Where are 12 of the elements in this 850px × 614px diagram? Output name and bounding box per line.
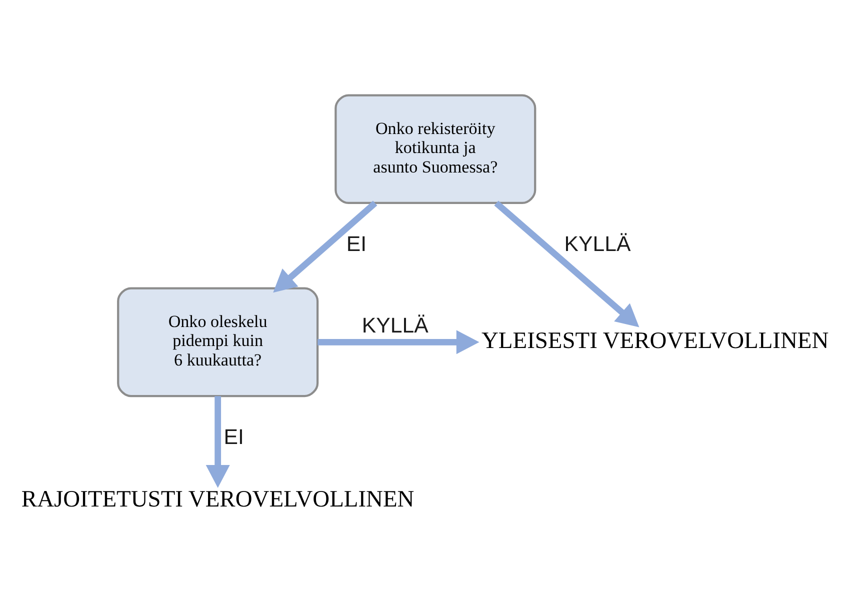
node-box: Onko rekisteröity kotikunta ja asunto Suomessa?	[334, 94, 536, 204]
arrow	[273, 200, 378, 292]
edge-label: EI	[346, 231, 367, 256]
node-text: YLEISESTI VEROVELVOLLINEN	[481, 328, 829, 354]
node-text: RAJOITETUSTI VEROVELVOLLINEN	[21, 486, 414, 512]
edge-label: KYLLÄ	[362, 313, 428, 338]
edge-label: KYLLÄ	[564, 231, 631, 256]
edge-label: EI	[224, 424, 244, 449]
node-box: Onko oleskelu pidempi kuin 6 kuukautta?	[117, 286, 319, 397]
arrow	[318, 330, 480, 354]
arrow	[206, 396, 230, 488]
arrow	[494, 200, 640, 327]
